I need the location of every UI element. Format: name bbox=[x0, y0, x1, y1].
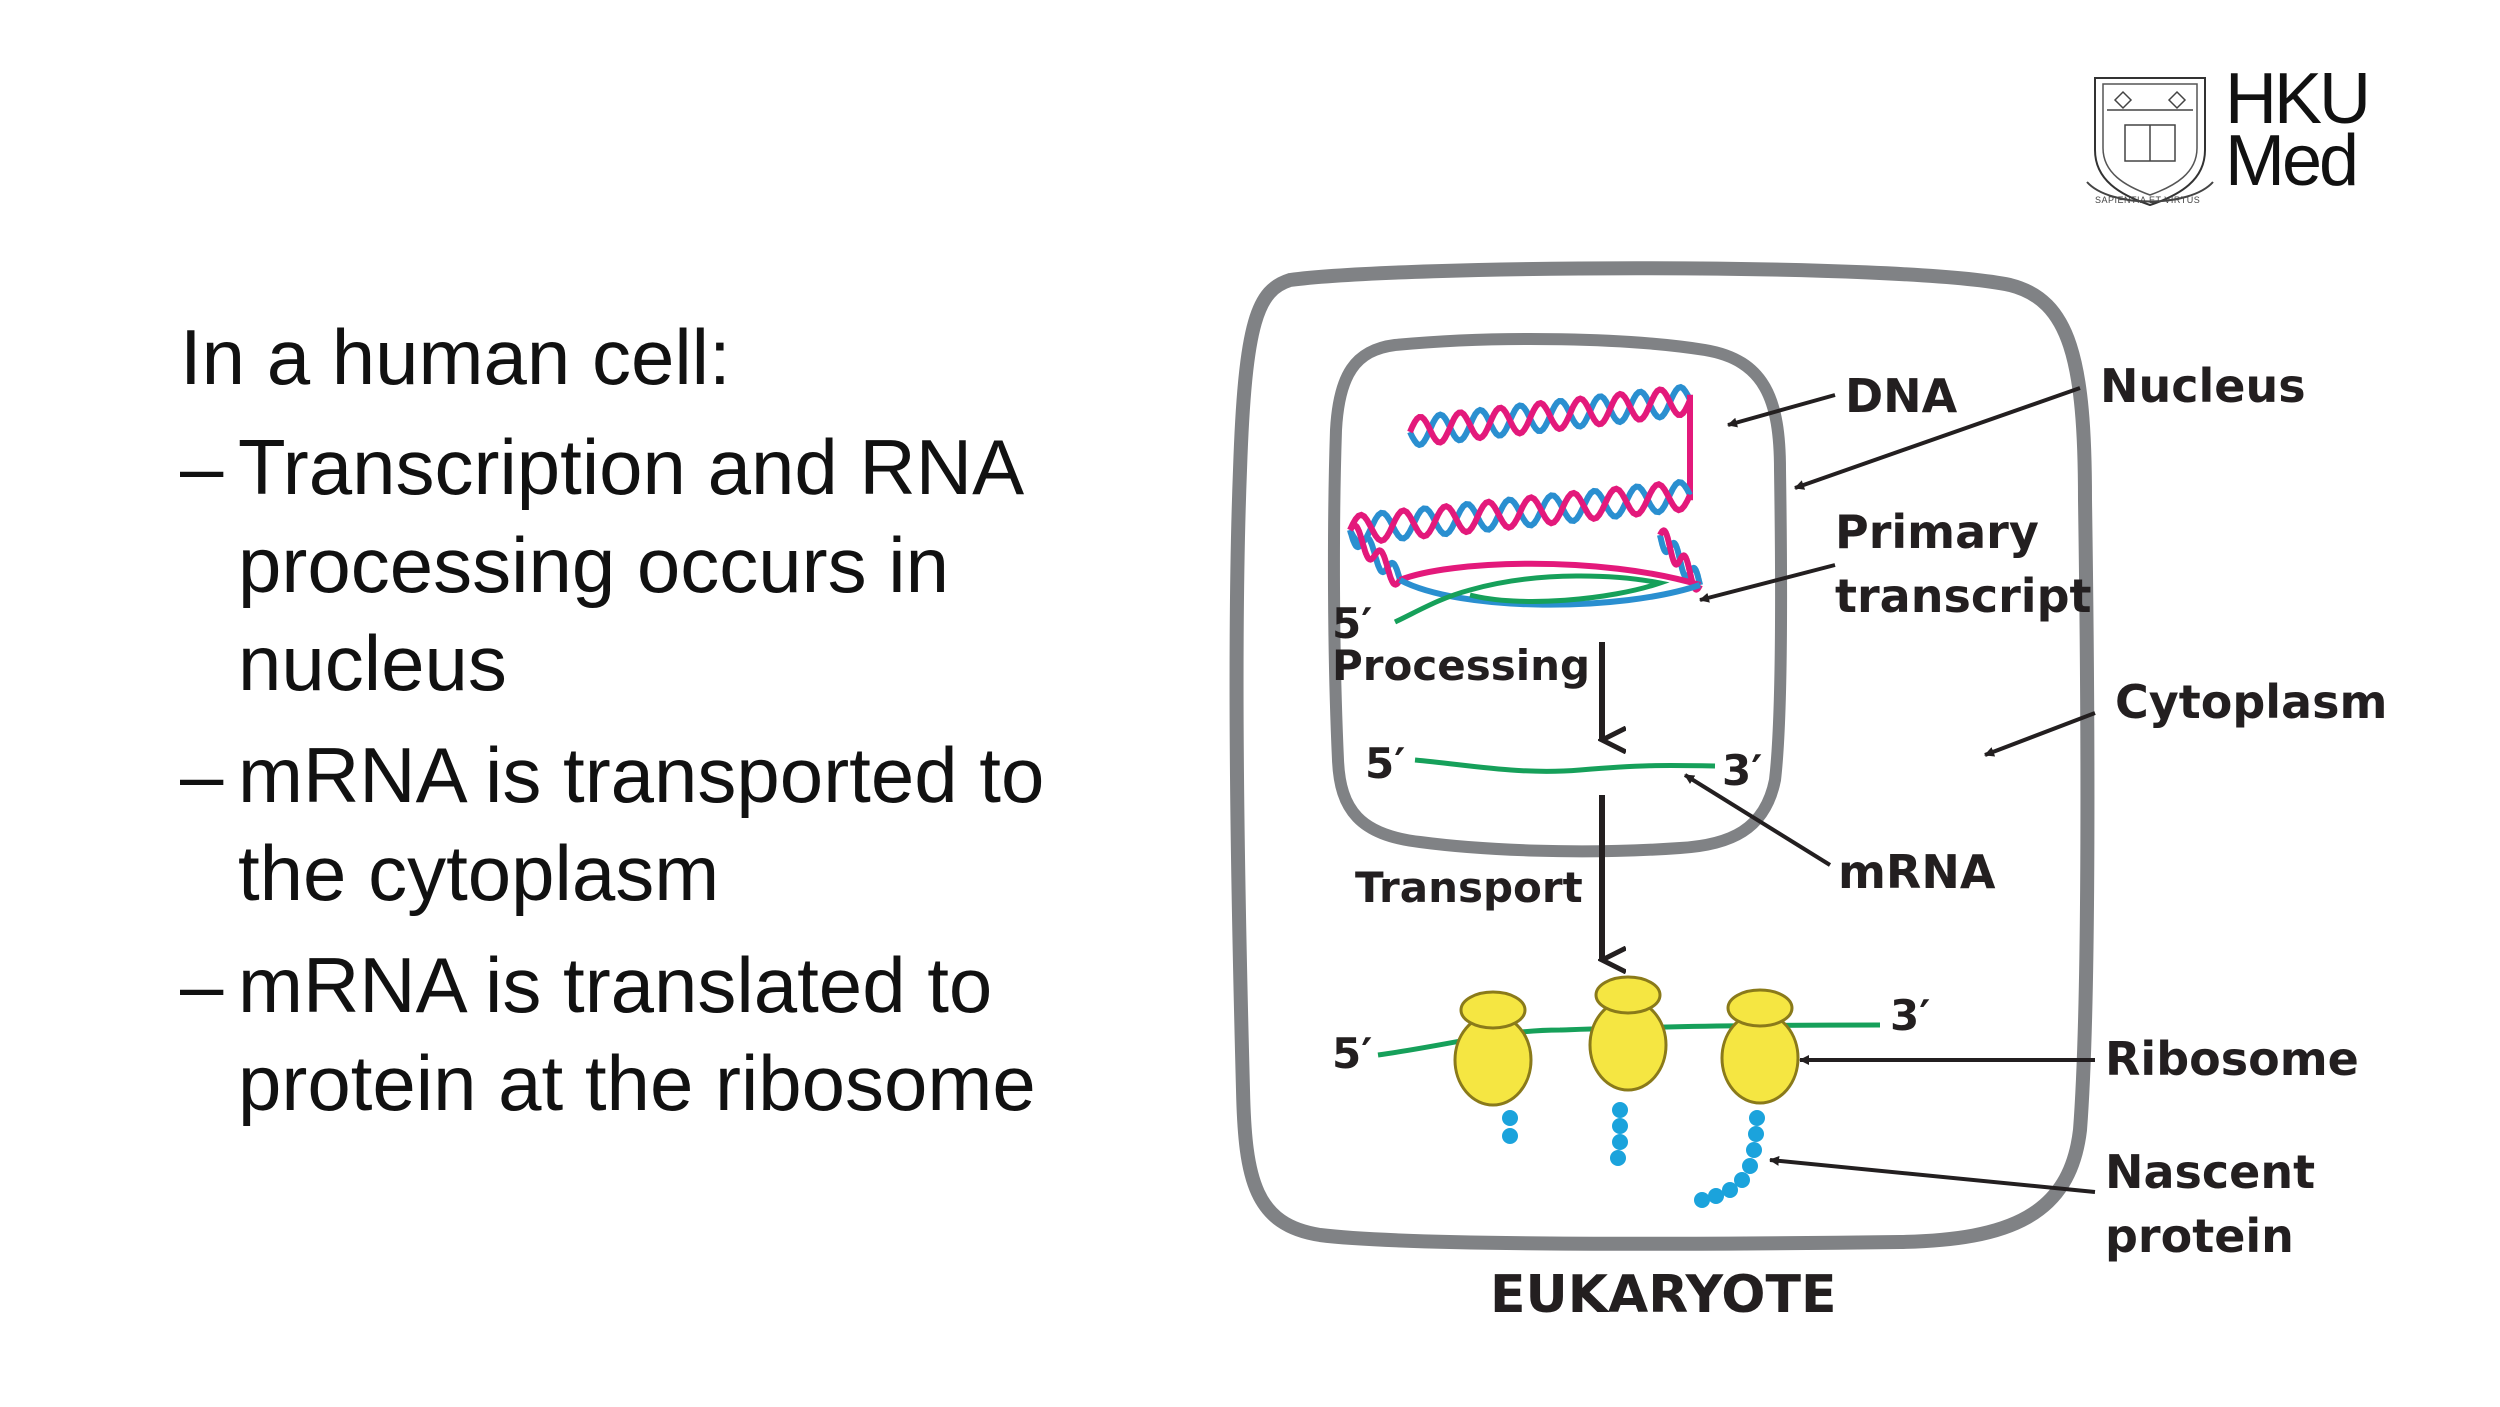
label-processing: Processing bbox=[1332, 641, 1590, 690]
ribosome bbox=[1694, 988, 1800, 1208]
amino-acid-bead bbox=[1502, 1128, 1518, 1144]
dna-strand bbox=[1347, 481, 1693, 544]
brand-line-med: Med bbox=[2225, 121, 2359, 201]
dna-strand bbox=[1398, 577, 1701, 608]
mrna-strand-nucleus bbox=[1414, 757, 1716, 774]
bullet-line: nucleus bbox=[238, 619, 507, 707]
label-5prime-mrna-cytoplasm: 5′ bbox=[1332, 1029, 1372, 1078]
bullet-list: – Transcription and RNA processing occur… bbox=[180, 418, 1180, 1132]
amino-acid-bead bbox=[1748, 1126, 1764, 1142]
label-transport: Transport bbox=[1355, 863, 1583, 912]
pointer-primary-transcript bbox=[1699, 563, 1836, 603]
bullet-marker: – bbox=[180, 423, 224, 511]
amino-acid-bead bbox=[1746, 1142, 1762, 1158]
bullet-line: the cytoplasm bbox=[238, 829, 720, 917]
amino-acid-bead bbox=[1612, 1102, 1628, 1118]
label-primary-transcript-1: Primary bbox=[1835, 505, 2039, 559]
bullet-marker: – bbox=[180, 941, 224, 1029]
label-nascent-1: Nascent bbox=[2105, 1145, 2315, 1199]
label-nucleus: Nucleus bbox=[2100, 359, 2306, 413]
primary-transcript bbox=[1393, 573, 1670, 625]
pointer-cytoplasm bbox=[1984, 711, 2096, 757]
amino-acid-bead bbox=[1502, 1110, 1518, 1126]
brand-line-hku: HKU bbox=[2225, 59, 2371, 139]
amino-acid-bead bbox=[1708, 1188, 1724, 1204]
dna-double-helix bbox=[1347, 383, 1703, 608]
amino-acid-bead bbox=[1612, 1118, 1628, 1134]
cell-membrane bbox=[1229, 261, 2095, 1251]
ribosome bbox=[1588, 975, 1668, 1166]
hku-med-logo: SAPIENTIA ET VIRTUS bbox=[2085, 70, 2425, 215]
dna-strand bbox=[1347, 522, 1403, 588]
ribosome-small-subunit bbox=[1726, 988, 1794, 1028]
label-primary-transcript-2: transcript bbox=[1835, 569, 2091, 623]
pointer-dna bbox=[1727, 393, 1836, 428]
pointer-mrna bbox=[1683, 773, 1832, 867]
amino-acid-bead bbox=[1612, 1134, 1628, 1150]
label-mrna: mRNA bbox=[1838, 845, 1996, 899]
label-nascent-2: protein bbox=[2105, 1209, 2294, 1263]
amino-acid-bead bbox=[1694, 1192, 1710, 1208]
diagram-caption: EUKARYOTE bbox=[1490, 1265, 1836, 1325]
bullet-item: – mRNA is translated to protein at the r… bbox=[180, 936, 1180, 1132]
pointer-nucleus bbox=[1794, 386, 2081, 490]
dna-strand bbox=[1407, 386, 1693, 446]
bullet-line: mRNA is transported to bbox=[238, 731, 1045, 819]
bullet-line: mRNA is translated to bbox=[238, 941, 993, 1029]
bullet-line: protein at the ribosome bbox=[238, 1039, 1036, 1127]
bullet-line: Transcription and RNA bbox=[238, 423, 1025, 511]
label-5prime-mrna-nucleus: 5′ bbox=[1365, 739, 1405, 788]
amino-acid-bead bbox=[1749, 1110, 1765, 1126]
slide-text: In a human cell: – Transcription and RNA… bbox=[180, 308, 1180, 1146]
pointer-nascent-protein bbox=[1769, 1155, 2096, 1194]
hku-med-wordmark: HKU Med bbox=[2225, 59, 2371, 201]
amino-acid-bead bbox=[1734, 1172, 1750, 1188]
amino-acid-bead bbox=[1610, 1150, 1626, 1166]
ribosome-cluster bbox=[1453, 975, 1800, 1208]
crest-motto: SAPIENTIA ET VIRTUS bbox=[2095, 195, 2201, 205]
amino-acid-bead bbox=[1742, 1158, 1758, 1174]
ribosome-small-subunit bbox=[1459, 990, 1527, 1030]
label-cytoplasm: Cytoplasm bbox=[2115, 675, 2387, 729]
intro-heading: In a human cell: bbox=[180, 313, 731, 401]
university-crest-icon bbox=[2086, 77, 2214, 207]
amino-acid-bead bbox=[1722, 1182, 1738, 1198]
label-ribosome: Ribosome bbox=[2105, 1032, 2359, 1086]
nucleus-membrane bbox=[1327, 332, 1788, 858]
dna-strand bbox=[1398, 560, 1701, 588]
label-3prime-mrna-nucleus: 3′ bbox=[1722, 746, 1762, 795]
bullet-item: – Transcription and RNA processing occur… bbox=[180, 418, 1180, 712]
bullet-marker: – bbox=[180, 731, 224, 819]
pointer-arrows bbox=[1683, 386, 2096, 1194]
ribosome bbox=[1453, 990, 1533, 1144]
bullet-item: – mRNA is transported to the cytoplasm bbox=[180, 726, 1180, 922]
bullet-line: processing occurs in bbox=[238, 521, 949, 609]
label-dna: DNA bbox=[1845, 369, 1958, 423]
label-3prime-mrna-cytoplasm: 3′ bbox=[1890, 991, 1930, 1040]
label-5prime-primary: 5′ bbox=[1332, 599, 1372, 648]
ribosome-small-subunit bbox=[1594, 975, 1662, 1015]
